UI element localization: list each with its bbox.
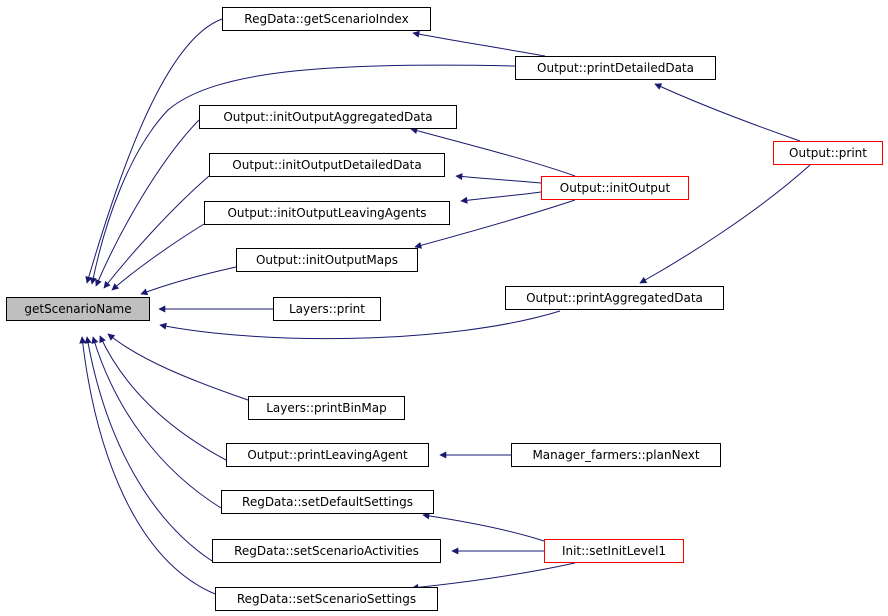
- node-label: Layers::print: [289, 302, 365, 316]
- node-regdata-setscenarioactivities[interactable]: RegData::setScenarioActivities: [212, 539, 441, 563]
- edge-out_initOutput-to-out_initOutputAggregatedData: [410, 127, 576, 177]
- node-layers-print[interactable]: Layers::print: [273, 297, 381, 321]
- edge-out_initOutputLeavingAgents-to-root: [111, 223, 205, 291]
- root-node-getScenarioName: getScenarioName: [6, 297, 150, 321]
- node-manager-farmers-plannext[interactable]: Manager_farmers::planNext: [511, 443, 721, 467]
- edge-reg_setScenarioSettings-to-root: [79, 336, 216, 595]
- node-output-initoutputleavingagents[interactable]: Output::initOutputLeavingAgents: [204, 201, 450, 225]
- node-regdata-setscenariosettings[interactable]: RegData::setScenarioSettings: [215, 587, 438, 611]
- edge-init_setInitLevel1-to-reg_setDefaultSettings: [422, 512, 545, 542]
- edge-out_print-to-out_printDetailedData: [654, 83, 801, 142]
- edge-init_setInitLevel1-to-reg_setScenarioSettings: [411, 562, 576, 591]
- node-label: Output::initOutputDetailedData: [232, 158, 422, 172]
- node-output-initoutput[interactable]: Output::initOutput: [541, 176, 689, 200]
- edge-out_printDetailedData-to-reg_getScenarioIndex: [412, 30, 546, 57]
- node-output-printdetaileddata[interactable]: Output::printDetailedData: [515, 56, 716, 80]
- node-label: getScenarioName: [24, 302, 132, 316]
- node-output-print[interactable]: Output::print: [773, 141, 883, 165]
- edge-out_print-to-out_printAggregatedData: [639, 164, 811, 284]
- edge-out_printAggregatedData-to-root: [159, 310, 561, 340]
- node-output-printaggregateddata[interactable]: Output::printAggregatedData: [505, 286, 724, 310]
- edge-out_initOutput-to-out_initOutputDetailedData: [455, 173, 542, 184]
- node-output-initoutputdetaileddata[interactable]: Output::initOutputDetailedData: [209, 153, 445, 177]
- node-label: RegData::setDefaultSettings: [242, 495, 413, 509]
- node-label: Output::initOutput: [559, 181, 671, 195]
- edge-out_printLeavingAgent-to-root: [99, 335, 227, 461]
- node-label: Output::print: [789, 146, 867, 160]
- edge-out_printDetailedData-to-root: [89, 64, 516, 285]
- node-label: Layers::printBinMap: [266, 401, 387, 415]
- edge-out_initOutputMaps-to-root: [140, 266, 237, 296]
- edge-layers_printBinMap-to-root: [107, 333, 249, 401]
- node-label: RegData::setScenarioActivities: [234, 544, 419, 558]
- edge-out_initOutput-to-out_initOutputMaps: [414, 199, 576, 249]
- node-output-initoutputmaps[interactable]: Output::initOutputMaps: [236, 248, 418, 272]
- node-label: Output::printDetailedData: [537, 61, 694, 75]
- node-regdata-getscenarioindex[interactable]: RegData::getScenarioIndex: [222, 7, 431, 31]
- edge-out_initOutput-to-out_initOutputLeavingAgents: [460, 191, 542, 204]
- node-label: RegData::setScenarioSettings: [236, 592, 417, 606]
- node-output-printleavingagent[interactable]: Output::printLeavingAgent: [226, 443, 429, 467]
- edge-out_initOutputDetailedData-to-root: [103, 175, 210, 289]
- node-label: Output::initOutputMaps: [255, 253, 398, 267]
- node-label: Output::initOutputAggregatedData: [223, 110, 433, 124]
- node-init-setinitlevel1[interactable]: Init::setInitLevel1: [544, 539, 684, 563]
- edge-reg_setScenarioActivities-to-root: [84, 336, 213, 562]
- node-regdata-setdefaultsettings[interactable]: RegData::setDefaultSettings: [221, 490, 434, 514]
- edge-reg_setDefaultSettings-to-root: [91, 336, 222, 509]
- node-label: Output::printAggregatedData: [526, 291, 703, 305]
- node-label: Manager_farmers::planNext: [532, 448, 700, 462]
- node-output-initoutputaggregateddata[interactable]: Output::initOutputAggregatedData: [199, 105, 457, 129]
- edge-out_initOutputAggregatedData-to-root: [95, 119, 200, 287]
- node-label: RegData::getScenarioIndex: [244, 12, 409, 26]
- edge-reg_getScenarioIndex-to-root: [85, 18, 223, 284]
- node-label: Init::setInitLevel1: [561, 544, 667, 558]
- node-layers-printbinmap[interactable]: Layers::printBinMap: [248, 396, 405, 420]
- node-label: Output::initOutputLeavingAgents: [227, 206, 427, 220]
- node-label: Output::printLeavingAgent: [247, 448, 408, 462]
